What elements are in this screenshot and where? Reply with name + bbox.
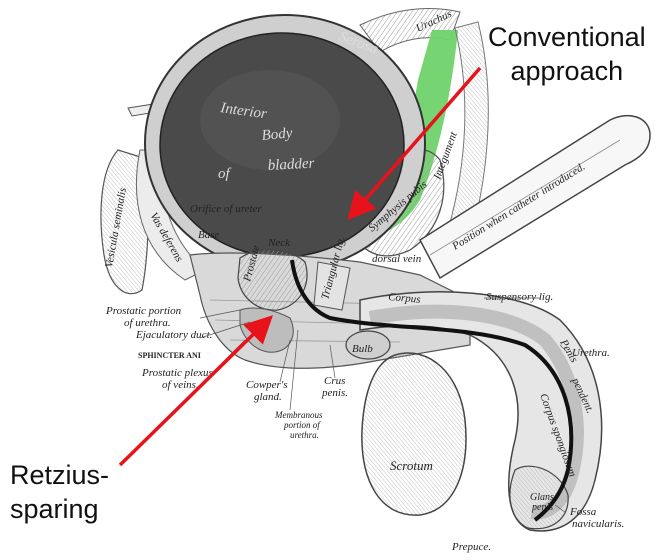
conventional-approach-arrow: [347, 66, 482, 221]
label-membranous-3: urethra.: [290, 430, 319, 440]
label-scrotum: Scrotum: [390, 458, 433, 473]
label-interior-3: of: [218, 166, 232, 182]
callout-conventional-line1: Conventional: [488, 22, 646, 52]
label-crus-1: Crus: [324, 375, 345, 387]
label-base: Base: [198, 229, 220, 241]
callout-retzius-sparing: Retzius- sparing: [10, 458, 109, 526]
label-bulb: Bulb: [352, 343, 373, 355]
bulb: [345, 330, 391, 360]
glans: [509, 465, 569, 530]
label-interior-1: Interior: [218, 100, 268, 123]
label-membranous-1: Membranous: [274, 410, 323, 420]
callout-conventional-line2: approach: [510, 56, 624, 86]
urachus-band: [359, 8, 461, 53]
label-prostatic-portion-1: Prostatic portion: [105, 305, 182, 317]
label-prepuce: Prepuce.: [451, 541, 491, 553]
label-prostatic-plexus-1: Prostatic plexus: [141, 367, 213, 379]
callout-retzius-line1: Retzius-: [10, 460, 110, 490]
label-prostatic-plexus-2: of veins.: [162, 379, 199, 391]
label-crus-2: penis.: [321, 387, 348, 399]
label-cowpers-2: gland.: [254, 391, 282, 403]
callout-retzius-line2: sparing: [10, 494, 99, 524]
label-fossa-2: navicularis.: [572, 518, 624, 530]
label-ejaculatory: Ejaculatory duct.: [135, 329, 212, 341]
scrotum: [361, 352, 467, 516]
label-membranous-2: portion of: [283, 420, 321, 430]
callout-conventional-approach: Conventional approach: [488, 20, 646, 88]
retzius-sparing-arrow: [118, 315, 274, 467]
label-interior-4: bladder: [267, 156, 315, 174]
label-neck: Neck: [267, 237, 291, 249]
label-fossa-1: Fossa: [569, 506, 597, 518]
label-glans-1: Glans: [530, 492, 554, 503]
label-dorsal-vein: dorsal vein: [372, 253, 422, 265]
label-interior-2: Body: [261, 125, 293, 144]
urethra-line: [290, 259, 574, 522]
retropubic-space-highlight: [347, 30, 458, 242]
label-urethra: Urethra.: [572, 347, 610, 359]
label-orifice: Orifice of ureter: [190, 203, 262, 215]
label-glans-2: penis: [531, 502, 553, 513]
triangular-ligament: [313, 261, 351, 311]
label-sphincter: SPHINCTER ANI: [138, 351, 201, 360]
label-suspensory: Suspensory lig.: [486, 291, 553, 303]
label-prostatic-portion-2: of urethra.: [124, 317, 171, 329]
label-corpus: Corpus: [388, 291, 421, 306]
label-cowpers-1: Cowper's: [246, 379, 287, 391]
